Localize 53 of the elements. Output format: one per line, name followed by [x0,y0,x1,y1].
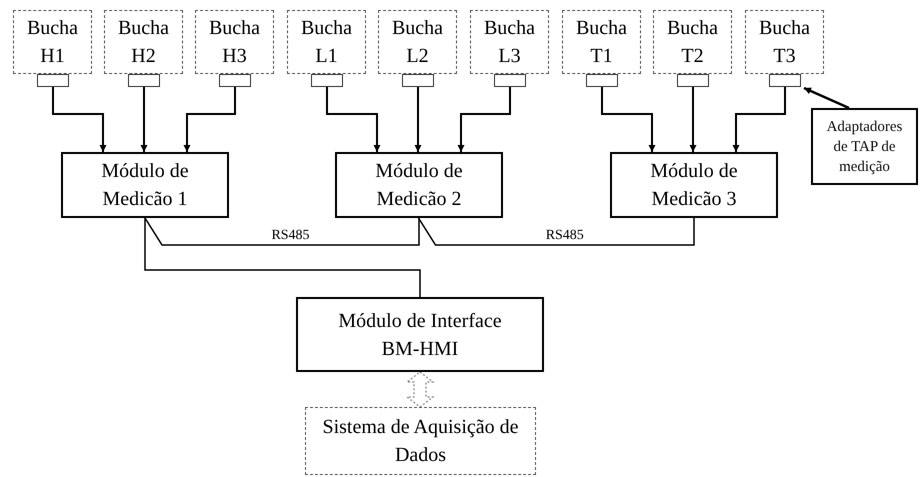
connector-line [418,218,695,246]
arrow [458,87,511,152]
system-box [305,407,536,475]
arrow [601,87,656,152]
adapter-box [219,74,251,87]
node-label: Módulo de Medicão 3 [649,159,739,212]
bushing-box [562,10,641,74]
arrow [326,87,380,152]
module-box [61,152,229,218]
callout-box [811,108,918,185]
adapter-box [311,74,343,87]
adapter-box [402,74,434,87]
node-label: Bucha H1 [26,16,80,69]
adapter-box [769,74,801,87]
node-label: Módulo de Medicão 2 [374,159,464,212]
arrow [184,87,236,152]
arrow [140,87,148,152]
node-label: Módulo de Interface BM-HMI [337,308,503,362]
adapter-box [677,74,709,87]
connector-line [144,218,420,246]
adapter-box [494,74,526,87]
node-label: Bucha T2 [666,16,720,69]
node-label: Módulo de Medicão 1 [100,159,190,212]
node-label: Bucha H3 [208,16,262,69]
node-label: Bucha T1 [574,16,628,69]
arrow [690,87,696,152]
bushing-box [195,10,274,74]
node-label: Adaptadores de TAP de medição [826,118,904,176]
connector-line [144,218,421,297]
bushing-box [287,10,366,74]
node-label: Bucha L3 [482,16,536,69]
double-arrow [405,371,435,408]
arrow [52,87,106,152]
adapter-box [128,74,160,87]
arrow [804,86,850,110]
module-box [610,152,778,218]
node-label: Bucha L1 [300,16,354,69]
node-label: Bucha H2 [116,16,170,69]
node-label: Sistema de Aquisição de Dados [322,415,519,468]
bushing-box [13,10,92,74]
node-label: Bucha L2 [390,16,444,69]
arrow [414,87,422,152]
adapter-box [586,74,618,87]
node-label: Bucha T3 [758,16,812,69]
bushing-box [470,10,549,74]
bushing-box [653,10,732,74]
module-box [335,152,503,218]
arrow [732,87,786,152]
bushing-box [378,10,457,74]
module-box [296,297,544,372]
bushing-box [104,10,183,74]
bushing-box [745,10,824,74]
adapter-box [37,74,69,87]
